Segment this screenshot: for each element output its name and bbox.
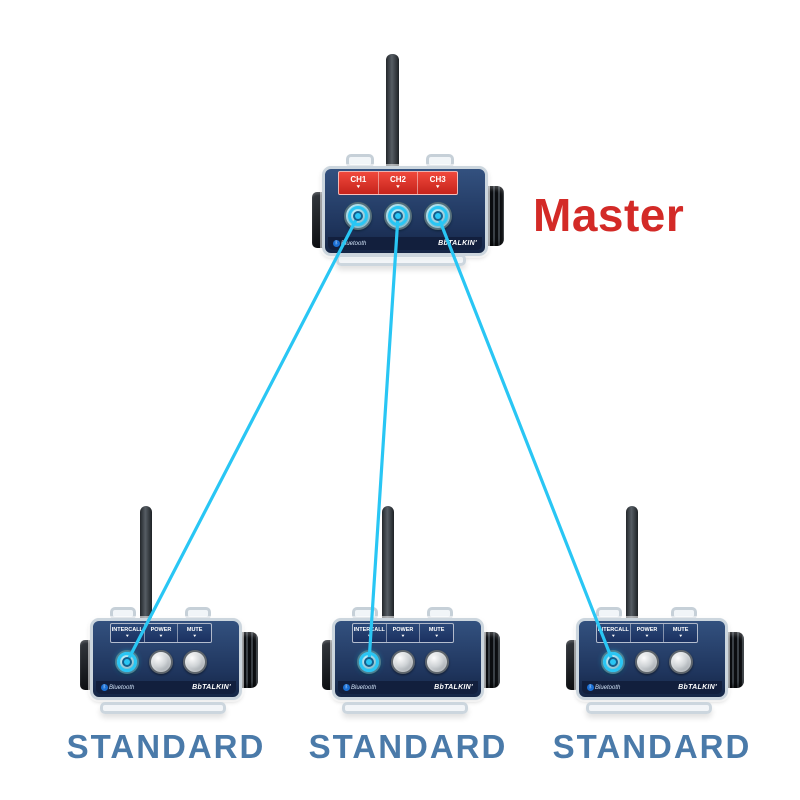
standard-device-3: INTERCALL ▼ POWER ▼ MUTE ▼ xyxy=(566,506,766,716)
bluetooth-label: Bluetooth xyxy=(595,684,621,691)
power-button xyxy=(635,650,659,674)
standard-label-2: STANDARD xyxy=(308,728,508,765)
case-bottom xyxy=(586,702,712,714)
arrow-down-icon: ▼ xyxy=(158,633,164,639)
bluetooth-label: Bluetooth xyxy=(351,684,377,691)
control-cell: MUTE ▼ xyxy=(664,624,697,642)
control-cell: INTERCALL ▼ xyxy=(597,624,631,642)
control-cell: INTERCALL ▼ xyxy=(353,624,387,642)
power-label: POWER xyxy=(636,627,658,634)
arrow-down-icon: ▼ xyxy=(434,633,440,639)
arrow-down-icon: ▼ xyxy=(124,633,130,639)
arrow-down-icon: ▼ xyxy=(395,184,401,190)
mute-label: MUTE xyxy=(672,627,689,634)
antenna xyxy=(623,506,641,631)
arrow-down-icon: ▼ xyxy=(400,633,406,639)
arrow-down-icon: ▼ xyxy=(434,184,441,190)
master-device: CH1 ▼ CH2 ▼ CH3 ▼ xyxy=(310,54,510,270)
arrow-down-icon: ▼ xyxy=(192,633,198,639)
channel-label: CH3 xyxy=(429,174,446,184)
bluetooth-icon: ᛒ xyxy=(101,684,108,691)
arrow-down-icon: ▼ xyxy=(366,633,372,639)
bluetooth-label: Bluetooth xyxy=(109,684,135,691)
mute-button xyxy=(425,650,449,674)
antenna xyxy=(383,54,402,177)
case-bottom xyxy=(336,254,466,266)
brand-name: BbTALKIN' xyxy=(192,684,231,691)
target-marker-intercall-2 xyxy=(359,652,379,672)
intercall-label: INTERCALL xyxy=(353,627,385,634)
target-marker-intercall-1 xyxy=(117,652,137,672)
channel-label: CH1 xyxy=(350,174,367,184)
control-cell: MUTE ▼ xyxy=(178,624,211,642)
brand-name: BbTALKIN' xyxy=(678,684,717,691)
control-cell: POWER ▼ xyxy=(631,624,665,642)
bluetooth-icon: ᛒ xyxy=(333,240,340,247)
bluetooth-label: Bluetooth xyxy=(341,240,367,247)
device-body: INTERCALL ▼ POWER ▼ MUTE ▼ xyxy=(90,618,242,700)
master-label: Master xyxy=(533,189,685,241)
brand-name: BbTALKIN' xyxy=(434,684,473,691)
target-marker-ch3 xyxy=(428,206,448,226)
mute-button xyxy=(183,650,207,674)
mute-button xyxy=(669,650,693,674)
brand-name: BbTALKIN' xyxy=(438,240,477,247)
intercall-label: INTERCALL xyxy=(111,627,143,634)
power-label: POWER xyxy=(392,627,414,634)
channel-label: CH2 xyxy=(390,174,407,184)
bluetooth-icon: ᛒ xyxy=(587,684,594,691)
case-bottom xyxy=(342,702,468,714)
standard-device-2: INTERCALL ▼ POWER ▼ MUTE ▼ xyxy=(322,506,522,716)
arrow-down-icon: ▼ xyxy=(355,184,362,190)
antenna xyxy=(379,506,397,631)
standard-label-3: STANDARD xyxy=(552,728,752,765)
device-body: INTERCALL ▼ POWER ▼ MUTE ▼ xyxy=(576,618,728,700)
mute-label: MUTE xyxy=(186,627,203,634)
mute-label: MUTE xyxy=(428,627,445,634)
device-body: INTERCALL ▼ POWER ▼ MUTE ▼ xyxy=(332,618,484,700)
target-marker-intercall-3 xyxy=(603,652,623,672)
standard-device-1: INTERCALL ▼ POWER ▼ MUTE ▼ xyxy=(80,506,280,716)
standard-label-1: STANDARD xyxy=(66,728,266,765)
control-cell: INTERCALL ▼ xyxy=(111,624,145,642)
arrow-down-icon: ▼ xyxy=(644,633,650,639)
arrow-down-icon: ▼ xyxy=(610,633,616,639)
intercall-label: INTERCALL xyxy=(597,627,629,634)
control-band: INTERCALL ▼ POWER ▼ MUTE ▼ xyxy=(352,623,454,643)
power-label: POWER xyxy=(150,627,172,634)
target-marker-ch2 xyxy=(388,206,408,226)
bluetooth-icon: ᛒ xyxy=(343,684,350,691)
channel-cell: CH3 ▼ xyxy=(418,172,457,194)
antenna xyxy=(137,506,155,631)
target-marker-ch1 xyxy=(348,206,368,226)
power-button xyxy=(391,650,415,674)
control-band: INTERCALL ▼ POWER ▼ MUTE ▼ xyxy=(110,623,212,643)
control-band: INTERCALL ▼ POWER ▼ MUTE ▼ xyxy=(596,623,698,643)
arrow-down-icon: ▼ xyxy=(678,633,684,639)
control-cell: POWER ▼ xyxy=(387,624,421,642)
control-cell: POWER ▼ xyxy=(145,624,179,642)
power-button xyxy=(149,650,173,674)
control-cell: MUTE ▼ xyxy=(420,624,453,642)
case-bottom xyxy=(100,702,226,714)
channel-cell: CH2 ▼ xyxy=(379,172,419,194)
channel-cell: CH1 ▼ xyxy=(339,172,379,194)
channel-band: CH1 ▼ CH2 ▼ CH3 ▼ xyxy=(338,171,458,195)
